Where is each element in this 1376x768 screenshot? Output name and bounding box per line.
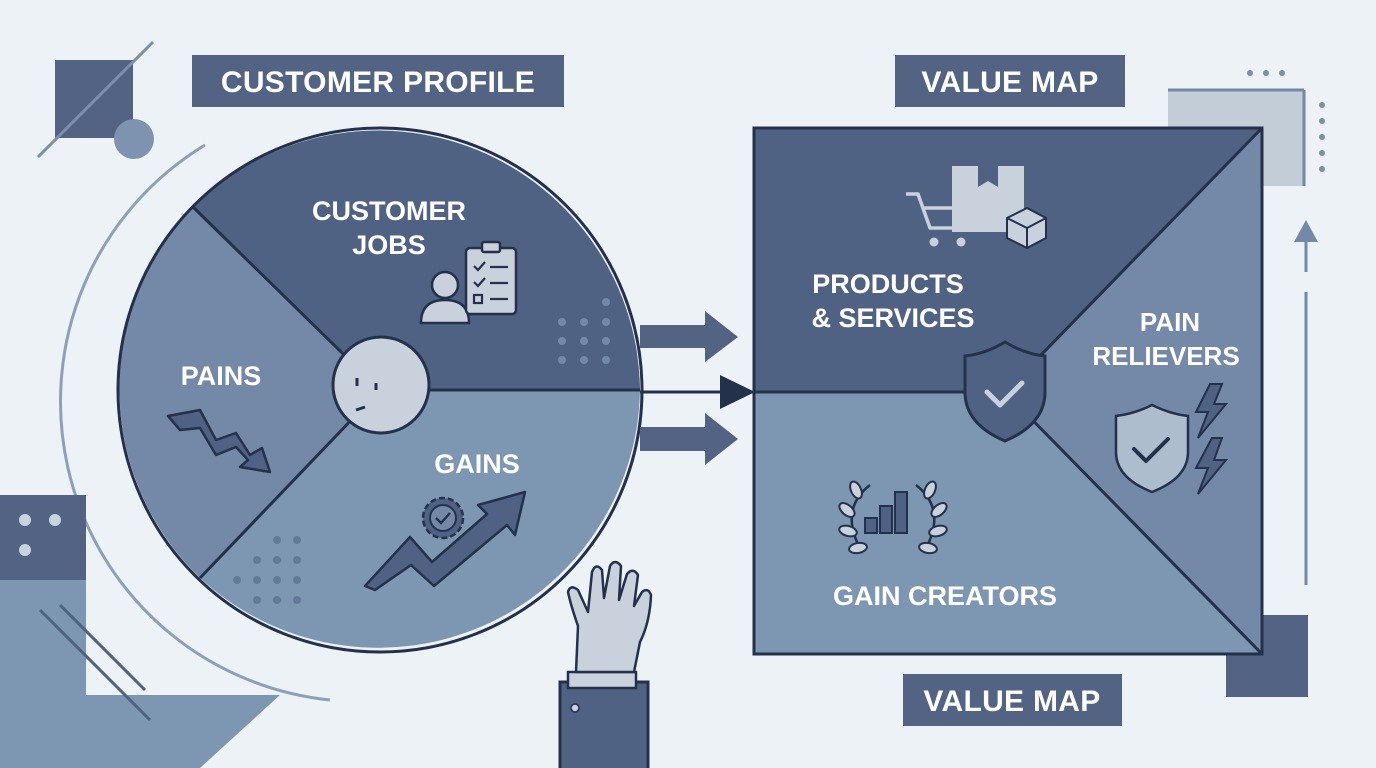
gains-badge-icon	[421, 496, 465, 540]
segment-customer-jobs	[193, 130, 640, 390]
arrow-right-icon	[640, 311, 738, 362]
customer-face-icon	[331, 335, 431, 435]
hand-palm	[566, 560, 653, 674]
value-map-label-bottom: VALUE MAP	[903, 674, 1122, 726]
segment-gain-creators	[754, 392, 1262, 654]
value-map-top-text: VALUE MAP	[921, 66, 1098, 99]
laurel-bar-chart-icon	[838, 480, 948, 555]
zigzag-down-arrow-icon	[166, 408, 272, 474]
segment-products-services	[754, 128, 1262, 392]
deco-dot	[1319, 150, 1325, 156]
hand-icon	[558, 560, 653, 768]
shield-check-icon	[963, 340, 1047, 443]
deco-diagonal-bottom-left-1	[38, 608, 152, 722]
deco-block-bottom-left	[0, 495, 86, 580]
customer-profile-text: CUSTOMER PROFILE	[221, 66, 535, 99]
segment-pain-relievers	[1005, 128, 1262, 654]
segment-pains	[119, 207, 381, 578]
products-services-line1: PRODUCTS	[812, 269, 964, 299]
deco-dot	[1319, 118, 1325, 124]
value-map-bottom-text: VALUE MAP	[923, 685, 1100, 718]
divider-line	[1003, 126, 1264, 394]
circle-outline	[116, 126, 644, 654]
divider-line	[1003, 390, 1264, 656]
square-outline	[752, 126, 1264, 656]
deco-dot	[49, 514, 61, 526]
deco-line	[355, 405, 366, 412]
pain-relievers-line2: RELIEVERS	[1092, 341, 1239, 371]
sleeve	[558, 680, 650, 768]
fit-arrows	[640, 311, 755, 465]
value-map-label-top: VALUE MAP	[895, 55, 1125, 107]
deco-dot	[1279, 70, 1285, 76]
pains-label: PAINS	[181, 361, 262, 391]
arrow-right-icon	[640, 413, 738, 465]
zigzag-up-arrow-icon	[363, 490, 527, 592]
deco-trapezoid-bottom-left	[0, 580, 280, 768]
cuff	[566, 670, 638, 690]
shopping-cart-boxes-icon	[906, 164, 1047, 250]
segment-gains	[200, 390, 640, 648]
deco-dot	[1319, 134, 1325, 140]
customer-profile-label: CUSTOMER PROFILE	[192, 55, 564, 107]
person-clipboard-icon	[419, 240, 518, 325]
gain-creators-label: GAIN CREATORS	[833, 581, 1057, 611]
deco-dot	[19, 514, 31, 526]
dots-grid	[233, 536, 301, 604]
value-map-square: PRODUCTS & SERVICES PAIN RELIEVERS GAIN …	[752, 126, 1264, 656]
deco-diagonal-top-left	[36, 40, 155, 159]
arrow-right-icon	[720, 375, 755, 409]
arrow-up-icon	[1294, 220, 1318, 242]
gains-label: GAINS	[434, 449, 520, 479]
deco-dot	[19, 544, 31, 556]
customer-profile-circle: CUSTOMER JOBS PAINS GAINS	[116, 126, 644, 654]
dots-grid	[558, 298, 610, 364]
products-services-line2: & SERVICES	[811, 303, 974, 333]
deco-circle-top-left	[114, 119, 154, 159]
deco-arc-left	[59, 143, 331, 702]
deco-dot	[1247, 70, 1253, 76]
customer-jobs-line1: CUSTOMER	[312, 196, 466, 226]
shield-lightning-icon	[1114, 383, 1229, 495]
deco-diagonal-bottom-left-2	[58, 603, 147, 692]
deco-dot	[1263, 70, 1269, 76]
deco-dot	[1319, 166, 1325, 172]
deco-circle	[570, 703, 580, 713]
deco-dot	[1319, 102, 1325, 108]
customer-jobs-line2: JOBS	[352, 230, 426, 260]
pain-relievers-line1: PAIN	[1140, 307, 1200, 337]
